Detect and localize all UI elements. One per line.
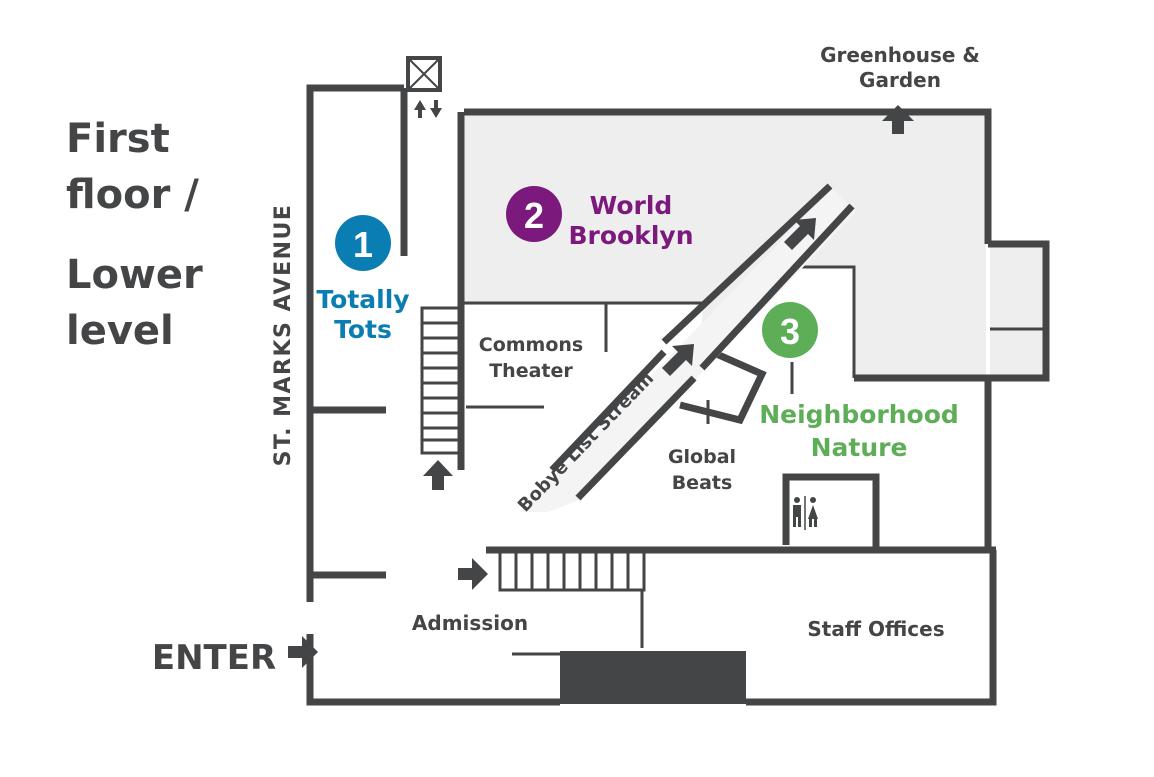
exhibit-3-number: 3 [780,311,800,352]
staircase-horizontal [498,550,646,592]
arrow-icon [784,218,816,250]
restroom-icon [793,496,818,530]
admission-label: Admission [412,611,528,635]
arrow-icon [882,105,914,134]
exhibit-2-name-line-1: World [590,191,673,220]
arrow-icon [662,344,694,376]
elevator-icon [406,56,442,118]
commons-label-line-2: Theater [489,360,573,382]
exhibit-2-marker: 2 [506,186,562,242]
title-line-1: First [66,116,170,162]
arrow-icon [458,558,488,590]
enter-label: ENTER [152,638,276,678]
title-line-4: level [66,308,174,354]
commons-label-line-1: Commons [479,334,583,356]
title-line-2: floor / [66,172,199,218]
greenhouse-label-line-2: Garden [859,68,941,92]
greenhouse-label-line-1: Greenhouse & [820,43,980,67]
floor-title: First floor / Lower level [66,116,203,354]
arrow-icon [423,460,453,490]
street-label: ST. MARKS AVENUE [271,204,296,467]
direction-arrows [288,105,914,668]
staircase-vertical [420,306,462,455]
exhibit-3-name-line-1: Neighborhood [759,400,959,429]
exhibit-2-number: 2 [524,195,544,236]
exhibit-3-name-line-2: Nature [811,433,908,462]
exhibit-1-name-line-1: Totally [316,285,409,314]
exhibit-3-marker: 3 [762,302,818,358]
global-beats-label-line-2: Beats [672,472,733,494]
arrow-icon [288,636,318,668]
staff-offices-label: Staff Offices [807,617,944,641]
exhibit-2-name-line-2: Brooklyn [568,221,693,250]
exhibit-1-number: 1 [353,224,373,265]
annex-area [990,244,1046,378]
exhibit-1-name-line-2: Tots [334,315,392,344]
exhibit-1-marker: 1 [335,215,391,271]
global-beats-label-line-1: Global [668,446,736,468]
title-line-3: Lower [66,252,203,298]
